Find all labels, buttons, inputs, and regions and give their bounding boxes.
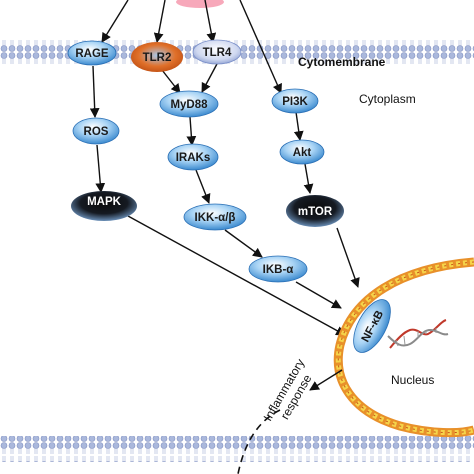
secretion-dashed-path (237, 409, 281, 474)
node-mapk-label: MAPK (87, 196, 122, 208)
arrow-akt-mtor (303, 163, 314, 194)
arrow-myd88-iraks (186, 116, 197, 146)
nucleus-envelope (333, 257, 474, 438)
node-mtor: mTOR (286, 195, 344, 227)
cytomembrane-bottom (0, 436, 474, 462)
arrow-ligand-rage (101, 0, 129, 43)
arrow-ikb-nfkb (295, 281, 342, 309)
arrow-mapk-nfkb (127, 215, 346, 336)
cytoplasm-label: Cytoplasm (359, 92, 416, 106)
node-iraks: IRAKs (167, 143, 219, 171)
nucleus-label: Nucleus (391, 373, 434, 387)
node-ros-label: ROS (84, 126, 109, 138)
arrow-ligand-tlr4 (204, 0, 217, 43)
node-ikk-label: IKK-α/β (195, 212, 236, 224)
node-myd88-label: MyD88 (170, 99, 208, 111)
node-myd88: MyD88 (159, 90, 219, 118)
node-tlr4-label: TLR4 (203, 47, 232, 59)
node-akt-label: Akt (293, 147, 312, 159)
node-ros: ROS (72, 117, 120, 145)
node-pi3k: PI3K (271, 88, 319, 114)
dna-helix (387, 319, 449, 349)
cytomembrane-label: Cytomembrane (298, 55, 386, 69)
node-mtor-label: mTOR (298, 206, 333, 218)
node-tlr2: TLR2 (131, 42, 183, 72)
arrow-rage-ros (89, 65, 100, 118)
arrow-mtor-nfkb (336, 227, 360, 288)
arrow-nfkb-inflammatory (309, 369, 343, 391)
node-nfkb: NF-κB (353, 299, 391, 353)
arrow-ros-mapk (95, 144, 106, 193)
node-tlr2-label: TLR2 (143, 52, 172, 64)
node-ikk: IKK-α/β (183, 203, 247, 231)
node-tlr4: TLR4 (192, 39, 242, 65)
arrow-ligand-pi3k (239, 0, 282, 94)
arrow-tlr2-myd88 (161, 69, 181, 94)
node-mapk: MAPK (71, 191, 137, 221)
arrow-tlr4-myd88 (201, 61, 219, 93)
ligand-shape (176, 0, 224, 8)
node-ikb-label: IKB-α (263, 264, 294, 276)
node-akt: Akt (279, 139, 325, 165)
arrow-iraks-ikk (195, 169, 211, 204)
node-rage: RAGE (67, 40, 117, 66)
node-rage-label: RAGE (75, 48, 109, 60)
node-ikb: IKB-α (248, 255, 308, 283)
arrow-ligand-tlr2 (153, 0, 166, 43)
arrow-ikk-ikb (224, 229, 263, 258)
arrow-pi3k-akt (293, 111, 304, 141)
node-iraks-label: IRAKs (176, 152, 211, 164)
inflammatory-response-label: Inflammatory response (261, 356, 315, 423)
node-pi3k-label: PI3K (282, 96, 308, 108)
